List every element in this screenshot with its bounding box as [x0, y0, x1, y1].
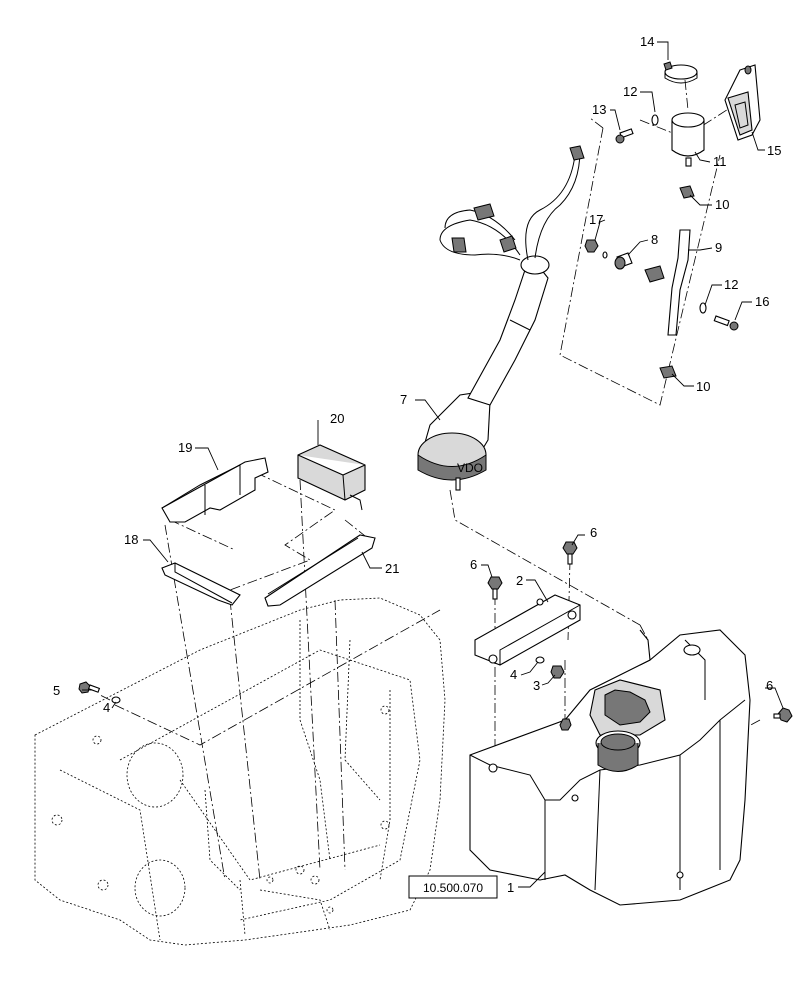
- callout-8: 8: [651, 232, 658, 247]
- callout-6-left: 6: [470, 557, 477, 572]
- callout-6-right: 6: [766, 678, 773, 693]
- callout-4-bracket: 4: [510, 667, 517, 682]
- fuel-filter-assembly: [644, 61, 761, 379]
- callout-6-top: 6: [590, 525, 597, 540]
- callout-labels: 1 2 3 4 4 5 6 6 6 7 8 9 10 10 11 12 12 1…: [53, 34, 781, 895]
- loader-frame: [34, 597, 446, 946]
- callout-3: 3: [533, 678, 540, 693]
- callout-17: 17: [589, 212, 603, 227]
- fuel-level-sender: VDO: [417, 145, 585, 491]
- reference-number[interactable]: 10.500.070: [423, 881, 483, 895]
- callout-4-frame: 4: [103, 700, 110, 715]
- callout-11: 11: [713, 154, 727, 169]
- callout-21: 21: [385, 561, 399, 576]
- callout-20: 20: [330, 411, 344, 426]
- callout-14: 14: [640, 34, 654, 49]
- callout-15: 15: [767, 143, 781, 158]
- pads-and-blocks: [161, 444, 376, 607]
- callout-1: 1: [507, 880, 514, 895]
- callout-2: 2: [516, 573, 523, 588]
- callout-7: 7: [400, 392, 407, 407]
- callout-12-mid: 12: [724, 277, 738, 292]
- callout-10-bottom: 10: [696, 379, 710, 394]
- reference-box[interactable]: 10.500.070: [408, 875, 498, 899]
- callout-12-top: 12: [623, 84, 637, 99]
- mounting-bracket: [474, 594, 581, 666]
- fuel-tank: [469, 629, 751, 906]
- hardware: [78, 114, 793, 731]
- callout-19: 19: [178, 440, 192, 455]
- callout-5: 5: [53, 683, 60, 698]
- leader-lines: [82, 41, 784, 888]
- callout-9: 9: [715, 240, 722, 255]
- callout-16: 16: [755, 294, 769, 309]
- callout-13: 13: [592, 102, 606, 117]
- callout-10-top: 10: [715, 197, 729, 212]
- callout-18: 18: [124, 532, 138, 547]
- cap-logo: VDO: [457, 461, 483, 475]
